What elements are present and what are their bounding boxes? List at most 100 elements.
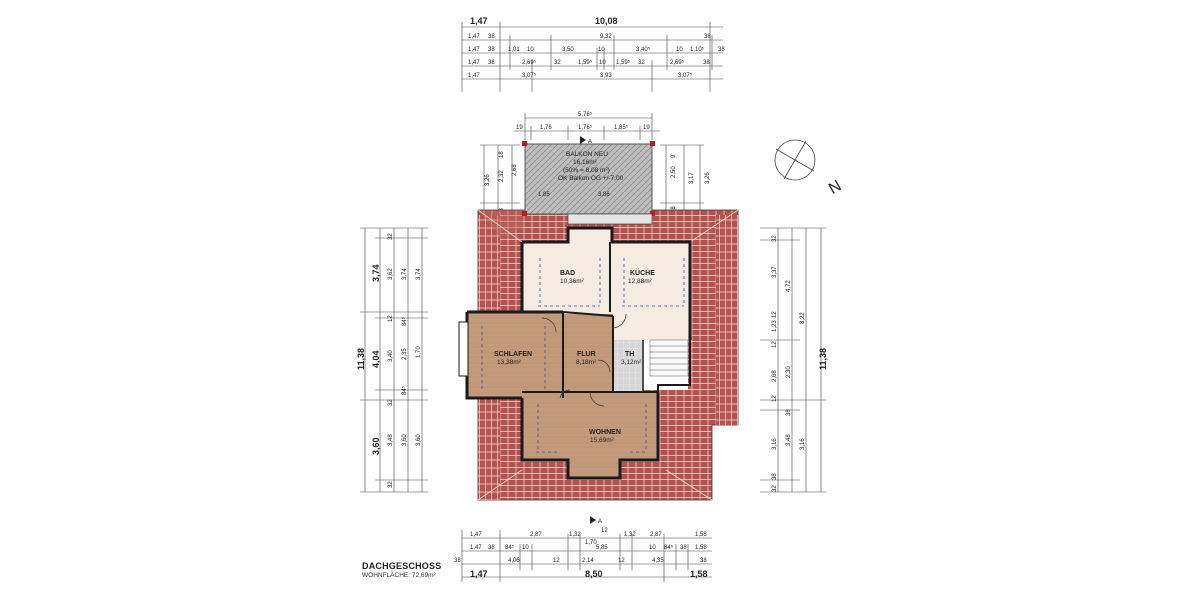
room-flur-name: FLUR — [577, 351, 596, 358]
balcony-area: 16,16m² — [573, 159, 598, 166]
room-th-name: TH — [625, 351, 634, 358]
dim-label: 3,16 — [772, 438, 778, 450]
dim-label: 38 — [718, 47, 725, 53]
dim-label: 1,01 — [508, 47, 520, 53]
dim-label: 32 — [388, 399, 394, 406]
section-mark-bottom: A — [598, 519, 602, 525]
dim-label: 1,47 — [468, 34, 480, 40]
north-label: N — [826, 178, 845, 199]
room-bad-area: 10,36m² — [560, 278, 585, 285]
dim-label: 3,62 — [388, 268, 394, 280]
dim-label: 38 — [488, 34, 495, 40]
balcony: BALKON NEU 16,16m² (50% = 8,08 m²) OK Ba… — [522, 141, 655, 225]
right-dimensions — [760, 227, 826, 493]
dim-label: 2,87 — [530, 532, 542, 538]
dim-label: 2,87 — [650, 532, 662, 538]
dim-label: 1,76 — [540, 125, 552, 131]
dim-label: 3,48 — [786, 434, 792, 446]
dim-bottom-b: 8,50 — [585, 569, 603, 579]
dim-label: 1,76⁵ — [578, 124, 593, 131]
dim-label: 12 — [388, 315, 394, 322]
dim-label: 10 — [598, 47, 605, 53]
dim-label: 12 — [772, 341, 778, 348]
room-labels: BAD 10,36m² KÜCHE 12,88m² SCHLAFEN 13,38… — [494, 268, 655, 444]
dim-label: 3,60 — [402, 434, 408, 446]
dim-label: 2,14 — [582, 558, 594, 564]
dim-label: 38 — [488, 47, 495, 53]
section-mark-top: A — [588, 139, 592, 145]
dim-label: 3,40 — [388, 350, 394, 362]
dim-label: 32 — [772, 485, 778, 492]
dim-label: 1,59⁵ — [578, 59, 593, 66]
dim-label: 19 — [643, 125, 650, 131]
dim-label: 1,70 — [585, 540, 597, 546]
room-wohnen-area: 15,69m² — [590, 437, 615, 444]
dim-top-a: 1,47 — [470, 16, 488, 26]
dim-label: 38 — [786, 409, 792, 416]
balcony-note: OK Balkon OG +/-7,00 — [558, 175, 624, 182]
bottom-dimension-labels: 1,47 2,87 1,32 1,70 1,32 2,87 1,58 1,47 … — [454, 532, 708, 579]
bottom-dimensions — [461, 530, 712, 582]
dim-label: 4,06 — [508, 558, 520, 564]
dim-label: 12 — [772, 311, 778, 318]
dim-label: 1,32 — [624, 532, 636, 538]
dim-label: 32 — [638, 60, 645, 66]
dim-label: 2,35 — [402, 348, 408, 360]
dim-label: 1,58 — [695, 545, 707, 551]
north-arrow: N — [774, 139, 845, 199]
dim-label: 3,26 — [705, 172, 711, 184]
room-schlafen-name: SCHLAFEN — [494, 351, 532, 358]
dim-label: 18 — [499, 151, 505, 158]
dim-label: 1,47 — [468, 60, 480, 66]
dim-label: 5,85 — [596, 545, 608, 551]
dim-label: 4,35 — [652, 558, 664, 564]
dim-label: 1,70 — [416, 346, 422, 358]
dim-label: 10 — [522, 545, 529, 551]
dim-label: 3,60 — [416, 434, 422, 446]
dim-label: 3,26 — [485, 174, 491, 186]
dim-label: 3,48 — [388, 434, 394, 446]
dim-label: 12 — [772, 395, 778, 402]
dim-label: 1,32 — [569, 532, 581, 538]
room-th-area: 3,12m² — [621, 359, 642, 366]
dim-left-s2: 4,04 — [371, 350, 381, 368]
room-schlafen-area: 13,38m² — [497, 359, 522, 366]
balcony-name: BALKON NEU — [566, 151, 608, 158]
dim-label: 18 — [671, 206, 677, 213]
dim-label: 32 — [772, 235, 778, 242]
dim-label: 3,17 — [689, 172, 695, 184]
dim-label: 84⁵ — [401, 385, 408, 395]
dim-label: 1,47 — [470, 532, 482, 538]
balcony-dimensions — [480, 113, 704, 223]
balcony-dim-2: 3,86 — [598, 192, 610, 198]
dim-label: 3,93 — [600, 73, 612, 79]
dim-label: 84⁵ — [505, 544, 515, 551]
walls — [458, 226, 692, 480]
dim-label: 10 — [527, 47, 534, 53]
dim-label: 2,69⁵ — [670, 59, 685, 66]
dim-label: 2,30 — [786, 366, 792, 378]
dim-label: 38 — [772, 473, 778, 480]
dim-label: 12 — [618, 558, 625, 564]
dim-bottom-c: 1,58 — [690, 569, 708, 579]
dim-label: 4,72 — [786, 280, 792, 292]
plan-title: DACHGESCHOSS — [362, 561, 442, 571]
stairs — [649, 339, 689, 377]
dim-label: 10 — [676, 47, 683, 53]
section-markers: A A 12 — [580, 136, 608, 534]
dim-bottom-a: 1,47 — [470, 569, 488, 579]
dim-label: 1,23 — [772, 320, 778, 332]
dim-label: 38 — [703, 60, 710, 66]
dim-label: 2,68 — [512, 164, 518, 176]
section-mark-num: 12 — [601, 528, 608, 534]
dim-label: 9 — [671, 154, 677, 158]
dim-label: 3,40⁵ — [636, 46, 651, 53]
dim-label: 38 — [680, 545, 687, 551]
top-dimension-labels: 1,47 10,08 1,47 38 9,32 38 1,47 38 1,01 … — [468, 16, 725, 79]
left-dimensions — [360, 227, 428, 493]
room-kueche-name: KÜCHE — [630, 268, 655, 277]
furniture-guides — [481, 258, 685, 453]
dim-left-s3: 3,60 — [371, 437, 381, 455]
dim-label: 2,32 — [499, 170, 505, 182]
